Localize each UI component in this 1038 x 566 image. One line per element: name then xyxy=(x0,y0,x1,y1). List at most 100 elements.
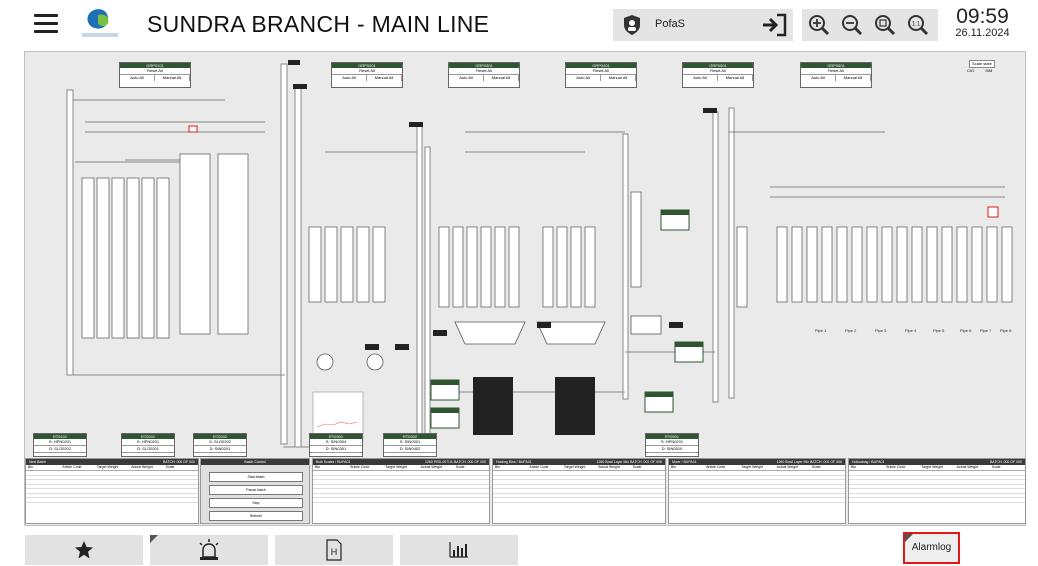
column-header: Target Weight xyxy=(385,465,407,469)
pipe-label: Pipe 2 xyxy=(845,328,857,333)
reset-all-button[interactable]: Reset All xyxy=(449,68,519,75)
table-row xyxy=(849,498,1025,503)
panel-title: Bulk Scales / BUPA01 xyxy=(316,460,351,464)
stop-button[interactable]: Stop xyxy=(209,498,303,508)
route-source: S: HPN0201 xyxy=(34,439,86,446)
hamburger-icon[interactable] xyxy=(34,14,58,34)
route-block-title: RT0501 xyxy=(646,434,698,439)
auto-all-button[interactable]: Auto All xyxy=(566,75,601,81)
table-row xyxy=(669,485,845,489)
pause-batch-button[interactable]: Pause batch xyxy=(209,485,303,495)
column-header: Scale xyxy=(165,465,175,469)
svg-text:H: H xyxy=(331,547,338,557)
zoom-1-1-icon[interactable]: 1:1 xyxy=(905,13,931,37)
reset-all-button[interactable]: Reset All xyxy=(332,68,402,75)
auto-all-button[interactable]: Auto All xyxy=(332,75,367,81)
table-row xyxy=(849,480,1025,485)
control-block-title: GRP0401 xyxy=(566,63,636,68)
column-header: Actual Weight xyxy=(776,465,799,469)
favorites-button[interactable] xyxy=(25,535,143,565)
column-header: Article Code xyxy=(350,465,370,469)
route-block-title: RT0302 xyxy=(384,434,436,439)
trend-button[interactable] xyxy=(400,535,518,565)
alarmlog-button[interactable]: Alarmlog xyxy=(903,532,960,564)
route-block-rt0101[interactable]: RT0101 S: HPN0201 D: SLO0202 xyxy=(33,433,87,457)
table-row xyxy=(26,489,198,494)
bulk-scales-panel: Bulk Scales / BUPA01 1260 PRD-007/11-BATC… xyxy=(312,458,490,524)
zoom-out-icon[interactable] xyxy=(839,13,865,37)
process-canvas[interactable]: Pipe 1 Pipe 2 Pipe 3 Pipe 4 Pipe 5 Pipe … xyxy=(24,51,1026,526)
auto-all-button[interactable]: Auto All xyxy=(801,75,836,81)
table-row xyxy=(849,485,1025,489)
route-source: S: SLO0202 xyxy=(194,439,246,446)
route-block-rt0501[interactable]: RT0501 S: HPN0201 D: SIN0510 xyxy=(645,433,699,457)
start-batch-button[interactable]: Start batch xyxy=(209,472,303,482)
manual-all-button[interactable]: Manual All xyxy=(155,75,190,81)
panel-batch: 1260 PRD-007/11-BATCH: 000 OF 000 xyxy=(425,460,486,464)
logout-icon[interactable] xyxy=(761,13,787,37)
table-row xyxy=(313,480,489,485)
column-header: Scale xyxy=(632,465,642,469)
control-block-title: GRP0601 xyxy=(801,63,871,68)
history-button[interactable]: H xyxy=(275,535,393,565)
route-block-rt0301[interactable]: RT0301 S: SIN0304 D: SIN0301 xyxy=(309,433,363,457)
table-row xyxy=(493,498,665,503)
route-block-title: RT0301 xyxy=(310,434,362,439)
table-row xyxy=(669,498,845,503)
pipe-label: Pipe 4 xyxy=(905,328,917,333)
column-header: Bin xyxy=(495,465,501,469)
top-bar: SUNDRA BRANCH - MAIN LINE PofaS 1:1 xyxy=(0,0,1038,48)
control-block-title: GRP0501 xyxy=(683,63,753,68)
route-block-title: RT0202 xyxy=(194,434,246,439)
column-header: Actual Weight xyxy=(598,465,620,469)
route-block-title: RT0201 xyxy=(122,434,174,439)
document-h-icon: H xyxy=(326,539,342,561)
manual-all-button[interactable]: Manual All xyxy=(718,75,753,81)
scale-state-label: Scale state xyxy=(969,60,995,68)
auto-all-button[interactable]: Auto All xyxy=(120,75,155,81)
auto-all-button[interactable]: Auto All xyxy=(683,75,718,81)
user-box: PofaS xyxy=(613,9,793,41)
zoom-in-icon[interactable] xyxy=(806,13,832,37)
panel-title: Next Batch xyxy=(29,460,47,464)
process-diagram: Pipe 1 Pipe 2 Pipe 3 Pipe 4 Pipe 5 Pipe … xyxy=(66,60,1013,448)
table-row xyxy=(669,476,845,480)
reset-all-button[interactable]: Reset All xyxy=(801,68,871,75)
batch-control-panel: Batch Control Start batch Pause batch St… xyxy=(200,458,310,524)
control-block-title: GRP0301 xyxy=(449,63,519,68)
refresh-button[interactable]: Refresh xyxy=(209,511,303,521)
table-row xyxy=(313,471,489,476)
alarmlog-label: Alarmlog xyxy=(911,542,952,553)
table-row xyxy=(493,485,665,489)
manual-all-button[interactable]: Manual All xyxy=(367,75,402,81)
reset-all-button[interactable]: Reset All xyxy=(566,68,636,75)
table-row xyxy=(26,476,198,480)
user-shield-icon[interactable] xyxy=(623,15,641,35)
column-header: Actual Weight xyxy=(420,465,443,469)
route-block-rt0202[interactable]: RT0202 S: SLO0202 D: SIN0201 xyxy=(193,433,247,457)
panel-title: Mixer / BUPA01 xyxy=(672,460,697,464)
reset-all-button[interactable]: Reset All xyxy=(683,68,753,75)
reset-all-button[interactable]: Reset All xyxy=(120,68,190,75)
bottom-nav: H xyxy=(0,528,1038,566)
column-header: Bin xyxy=(28,465,34,469)
route-block-rt0201[interactable]: RT0201 S: HPN0201 D: SLO0201 xyxy=(121,433,175,457)
alarm-button[interactable] xyxy=(150,535,268,565)
manual-all-button[interactable]: Manual All xyxy=(601,75,636,81)
table-row xyxy=(26,485,198,489)
manual-all-button[interactable]: Manual All xyxy=(484,75,519,81)
column-header: Article Code xyxy=(62,465,82,469)
zoom-fit-icon[interactable] xyxy=(872,13,898,37)
manual-all-button[interactable]: Manual All xyxy=(836,75,871,81)
auto-all-button[interactable]: Auto All xyxy=(449,75,484,81)
route-block-rt0302[interactable]: RT0302 S: SIN0301 D: SIN0402 xyxy=(383,433,437,457)
page-title: SUNDRA BRANCH - MAIN LINE xyxy=(147,11,490,37)
route-source: S: HPN0201 xyxy=(122,439,174,446)
table-row xyxy=(26,480,198,485)
